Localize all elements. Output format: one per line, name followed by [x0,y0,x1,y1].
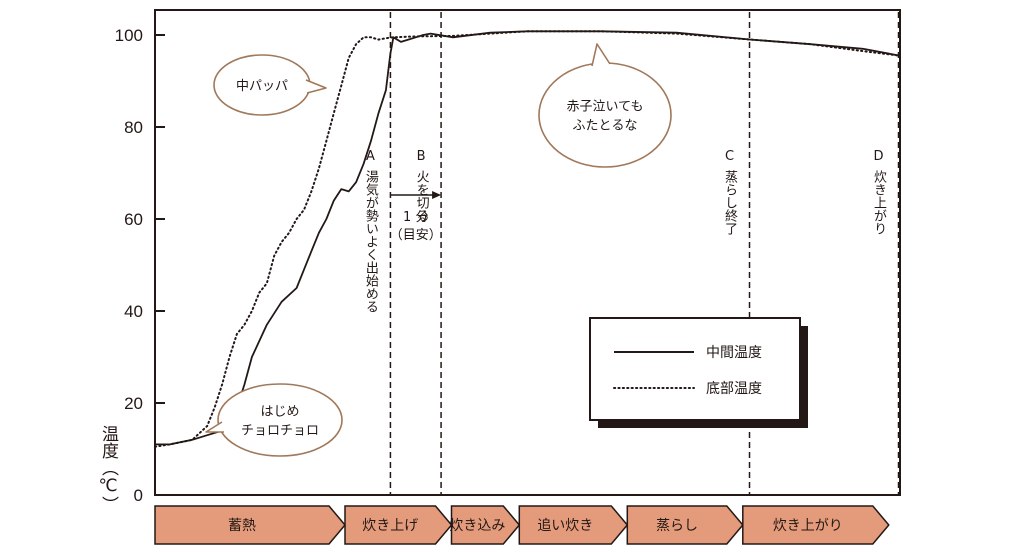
phase-label: 炊き上げ [362,518,418,534]
marker-letter-a: A [366,149,375,164]
marker-letter-b: B [417,149,426,164]
interval-arrow-head [432,191,442,199]
phase-arrow [154,505,346,545]
y-axis-label: 温度（℃） [98,425,119,513]
speech-bubble-nakapappa: 中パッパ [213,54,327,116]
legend-label: 中間温度 [706,345,762,361]
phase-arrow [450,505,521,545]
legend-box [589,317,801,421]
y-tick-label: 0 [134,486,143,505]
y-tick-label: 100 [115,26,143,45]
y-tick-label: 60 [124,210,143,229]
bubble-text-line: チョロチョロ [241,424,319,439]
phase-arrow [518,505,629,545]
bubble-tail [305,79,327,94]
plot-frame [154,9,901,496]
phase-label: 炊き込み [449,518,505,534]
series-line-bottom [154,30,901,448]
y-tick-label: 20 [124,394,143,413]
bubble-text-line: 赤子泣いても [567,100,644,115]
interval-text-note: （目安） [390,228,442,243]
marker-text-a: 湯気が勢いよく出始める [363,170,379,313]
legend-label: 底部温度 [706,381,762,397]
phase-label: 炊き上がり [773,518,843,534]
phase-label: 蓄熱 [228,518,256,534]
bubble-text-line: はじめ [260,405,299,420]
bubble-outline [538,62,672,168]
marker-letter-c: C [725,149,734,164]
bubble-text-line: 中パッパ [236,79,288,94]
phase-arrow [742,505,890,545]
marker-text-c: 蒸らし終了 [722,170,738,235]
y-tick-label: 40 [124,302,143,321]
marker-letter-d: D [874,149,884,164]
bubble-outline [217,383,343,457]
phase-arrow [626,505,744,545]
bubble-tail [591,43,611,67]
marker-text-d: 炊き上がり [871,170,887,235]
phase-label: 蒸らし [656,518,698,534]
bubble-tail [205,421,224,433]
phase-arrow [344,505,453,545]
interval-text-duration: 1 分 [403,210,428,225]
phase-label: 追い炊き [537,518,593,534]
bubble-text-line: ふたとるな [572,119,637,134]
y-tick-label: 80 [124,118,143,137]
marker-text-b: 火を切る [414,170,430,222]
